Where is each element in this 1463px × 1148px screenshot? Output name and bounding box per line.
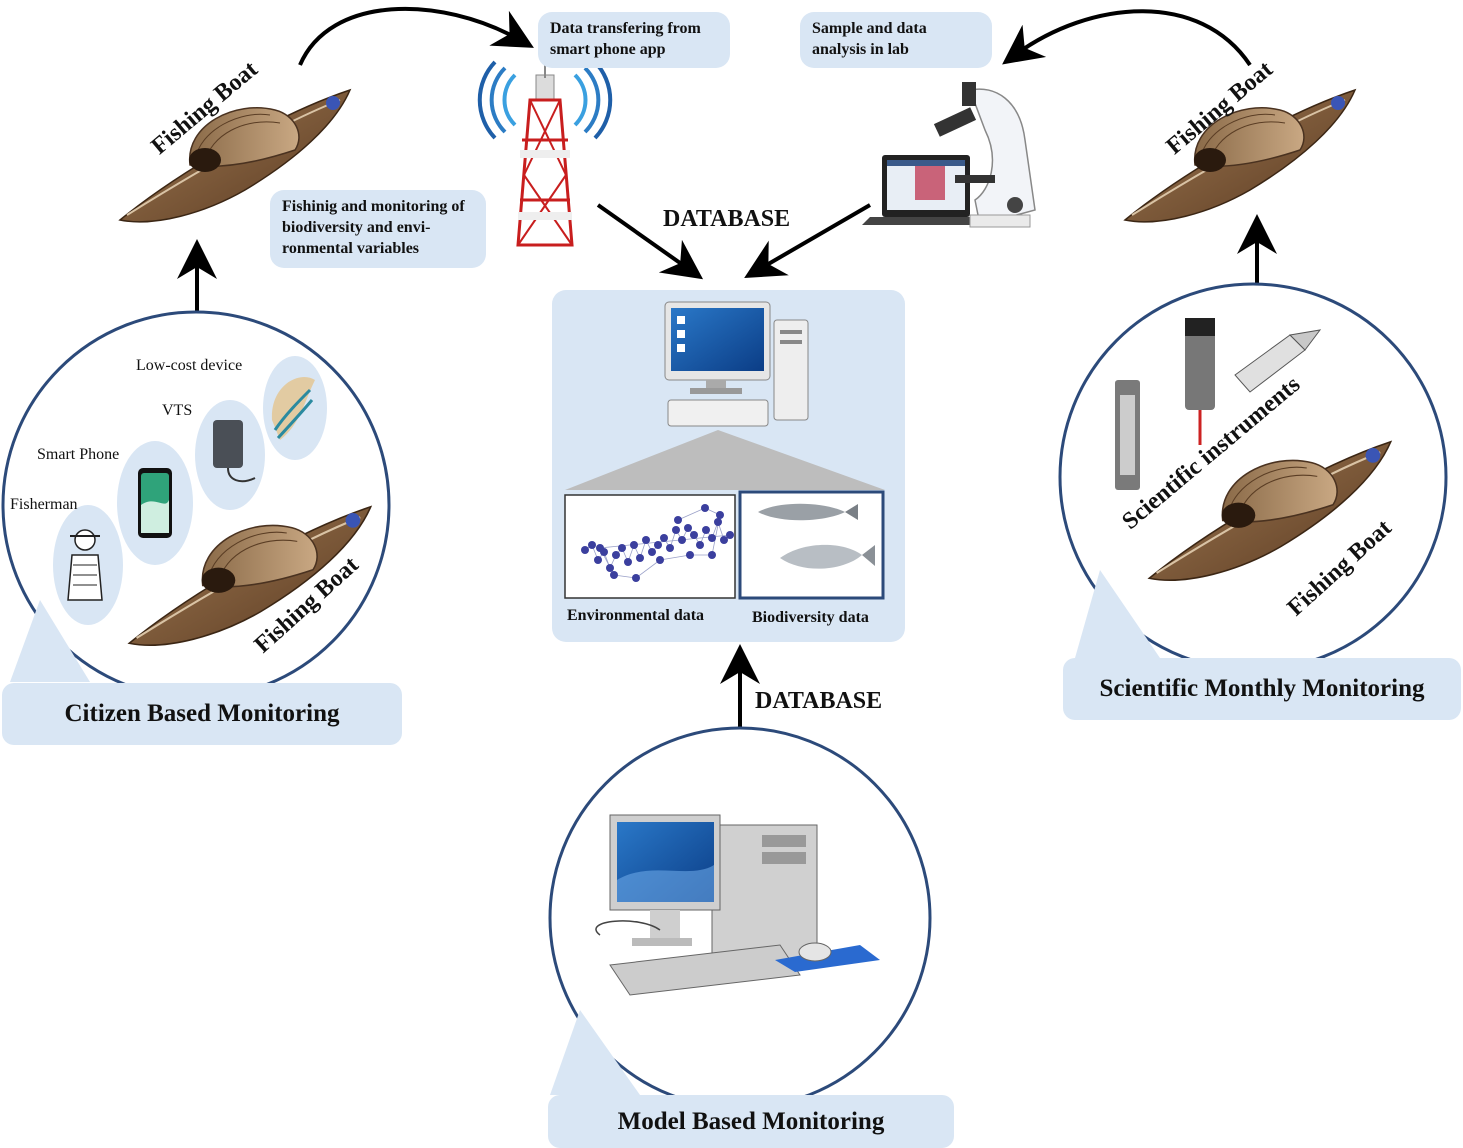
environmental-data-label: Environmental data [567,607,705,624]
smart-phone-icon [138,468,172,538]
fisherman-label: Fisherman [10,496,78,513]
scientific-section-label: Scientific Monthly Monitoring [1063,658,1461,720]
scatter-point [690,531,698,539]
data-transfer-text: Data transfering from smart phone app [550,20,701,58]
fisherman-icon [67,529,103,601]
scatter-point [701,504,709,512]
scatter-point [612,551,620,559]
low-cost-device-label: Low-cost device [136,357,243,374]
scatter-point [672,526,680,534]
smart-phone-label: Smart Phone [37,446,120,463]
database-bottom-label: DATABASE [755,688,883,714]
scatter-point [714,518,722,526]
scatter-point [630,541,638,549]
scatter-point [708,534,716,542]
scatter-point [684,524,692,532]
fishing-monitoring-callout: Fishinig and monitoring of biodiversity … [270,190,486,268]
fish-icons [758,503,875,569]
model-computer-icon [595,814,880,996]
scatter-point [618,544,626,552]
scatter-point [708,551,716,559]
citizen-callout-pointer [10,600,90,682]
zoom-trapezoid [565,430,885,490]
arrow-boat-to-lab [1002,9,1252,67]
scatter-point [686,551,694,559]
arrow-boat-to-tower [298,6,534,66]
scatter-point [720,536,728,544]
scatter-point [636,554,644,562]
vts-device-icon [213,420,256,483]
scatter-point [610,571,618,579]
environmental-scatter [581,504,734,582]
scatter-point [588,541,596,549]
scatter-point [678,536,686,544]
vts-label: VTS [162,402,193,419]
desktop-computer-icon [664,301,809,427]
scatter-point [702,526,710,534]
scatter-point [696,541,704,549]
fishing-boat-top-right [1124,89,1356,223]
scatter-point [716,511,724,519]
microscope-lab-icon [862,82,1036,228]
scientific-callout-pointer [1075,570,1160,658]
sample-analysis-text: Sample and data analysis in lab [812,20,927,58]
scatter-point [660,534,668,542]
scientific-instruments-icon [1115,318,1322,490]
scatter-point [581,546,589,554]
scatter-point [654,541,662,549]
arrow-tower-to-database [596,203,704,280]
scatter-point [632,574,640,582]
biodiversity-data-label: Biodiversity data [752,609,869,626]
scatter-point [606,564,614,572]
scatter-point [726,531,734,539]
scatter-point [656,556,664,564]
sample-analysis-callout: Sample and data analysis in lab [800,12,992,68]
database-top-label: DATABASE [663,206,791,232]
model-section-label: Model Based Monitoring [548,1095,954,1148]
arrow-lab-to-database [744,203,872,279]
data-transfer-callout: Data transfering from smart phone app [538,12,730,68]
scatter-point [594,556,602,564]
scatter-point [596,544,604,552]
fishing-monitoring-text: Fishinig and monitoring of biodiversity … [282,198,465,257]
citizen-section-label: Citizen Based Monitoring [2,683,402,745]
low-cost-device-icon [271,376,315,440]
scatter-line [584,507,732,579]
model-callout-pointer [550,1010,640,1095]
cell-tower-icon [477,60,613,247]
scatter-point [674,516,682,524]
scatter-point [666,544,674,552]
scatter-point [624,558,632,566]
scatter-point [648,548,656,556]
scatter-point [642,536,650,544]
